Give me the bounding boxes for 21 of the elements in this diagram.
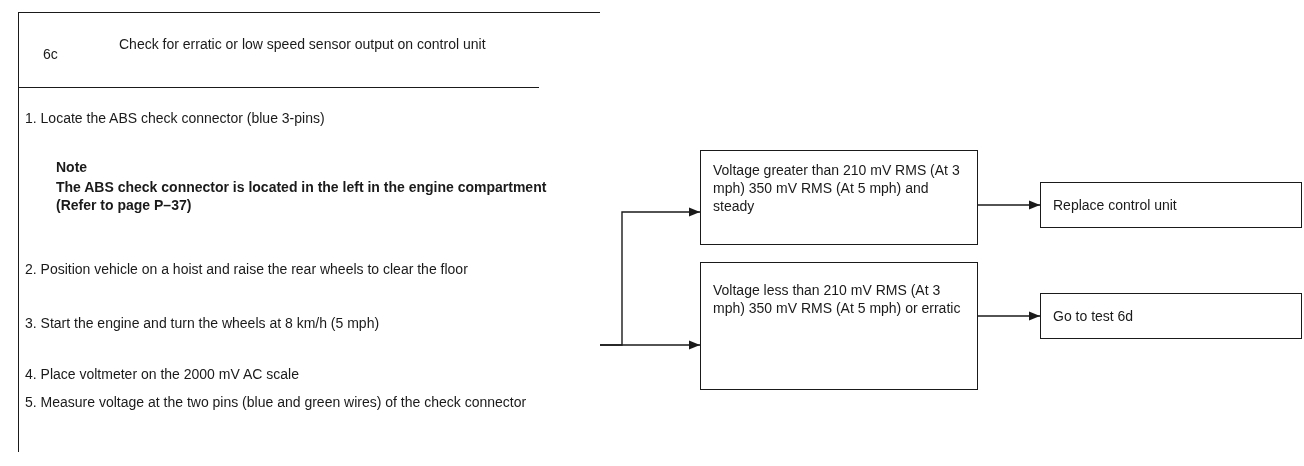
step-text: 4. Place voltmeter on the 2000 mV AC scale: [25, 365, 300, 383]
arrow: [977, 311, 1041, 321]
arrow: [977, 200, 1041, 210]
action-box: [1040, 182, 1302, 228]
box-text: Replace control unit: [1053, 196, 1178, 214]
step-text: 2. Position vehicle on a hoist and raise the rear wheels to clear the floor: [25, 260, 469, 278]
note-heading: Note: [56, 158, 89, 176]
result-box: [700, 262, 978, 390]
note-text: The ABS check connector is located in the left in the engine compartment (Refer to page P–37): [56, 178, 548, 214]
action-box: [1040, 293, 1302, 339]
test-title: Check for erratic or low speed sensor output on control unit: [119, 35, 487, 53]
box-text: Voltage greater than 210 mV RMS (At 3 mph) 350 mV RMS (At 5 mph) and steady: [713, 161, 961, 215]
box-text: Voltage less than 210 mV RMS (At 3 mph) 350 mV RMS (At 5 mph) or erratic: [713, 281, 962, 317]
box-text: Go to test 6d: [1053, 307, 1135, 325]
step-text: 5. Measure voltage at the two pins (blue and green wires) of the check connector: [25, 393, 528, 411]
step-text: 3. Start the engine and turn the wheels at 8 km/h (5 mph): [25, 314, 381, 332]
step-text: 1. Locate the ABS check connector (blue 3-pins): [25, 109, 326, 127]
test-panel: [18, 12, 600, 452]
step-number: 6c: [43, 45, 59, 63]
arrow: [599, 340, 701, 350]
result-box: [700, 150, 978, 245]
